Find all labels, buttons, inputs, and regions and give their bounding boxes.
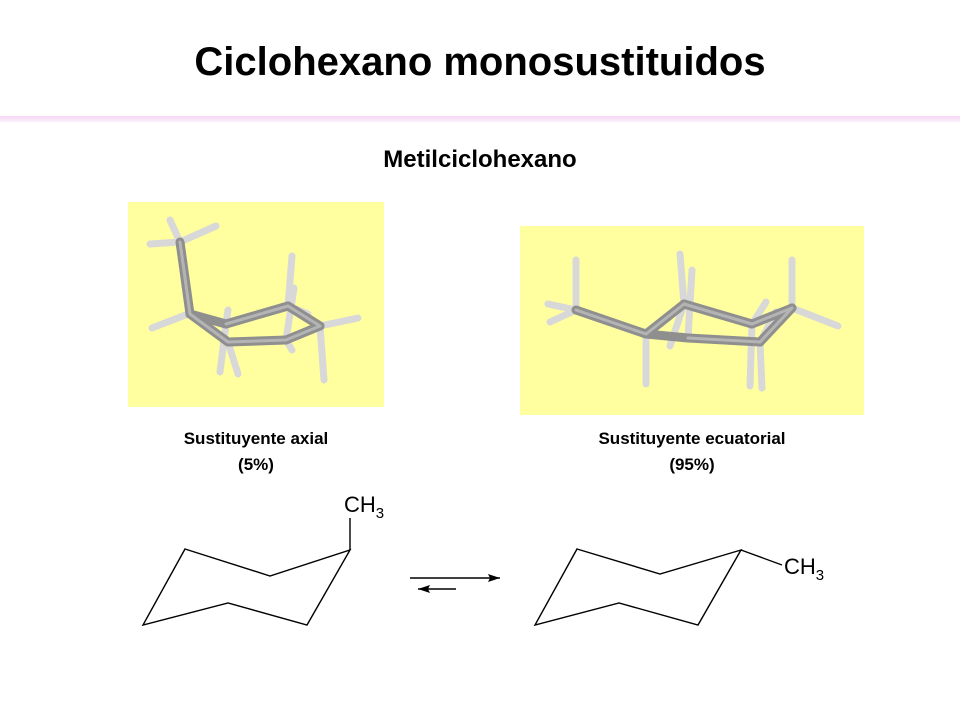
axial-percent: (5%) xyxy=(238,455,274,474)
axial-conformer-model xyxy=(128,202,384,407)
equatorial-methyl-label: CH3 xyxy=(784,554,824,584)
axial-model-drawing xyxy=(146,216,362,384)
equatorial-percent: (95%) xyxy=(669,455,715,474)
equatorial-caption: Sustituyente ecuatorial (95%) xyxy=(520,426,864,478)
title-divider xyxy=(0,116,960,122)
equatorial-conformer-model xyxy=(520,226,864,415)
equatorial-methyl-bond xyxy=(740,549,783,566)
axial-label: Sustituyente axial xyxy=(183,429,329,448)
axial-carbon-skeleton xyxy=(175,237,325,347)
axial-methyl-label: CH3 xyxy=(344,492,384,522)
axial-caption: Sustituyente axial (5%) xyxy=(128,426,384,478)
equilibrium-arrows xyxy=(410,574,500,593)
equilibrium-scheme: CH3 CH3 xyxy=(141,492,824,627)
page-title: Ciclohexano monosustituidos xyxy=(194,40,766,84)
molecule-name: Metilciclohexano xyxy=(383,146,577,173)
equatorial-chair-structure xyxy=(533,548,743,627)
equatorial-label: Sustituyente ecuatorial xyxy=(598,429,786,448)
axial-chair-structure xyxy=(141,548,352,627)
equatorial-hydrogens xyxy=(544,250,842,392)
equatorial-model-drawing xyxy=(544,250,842,392)
